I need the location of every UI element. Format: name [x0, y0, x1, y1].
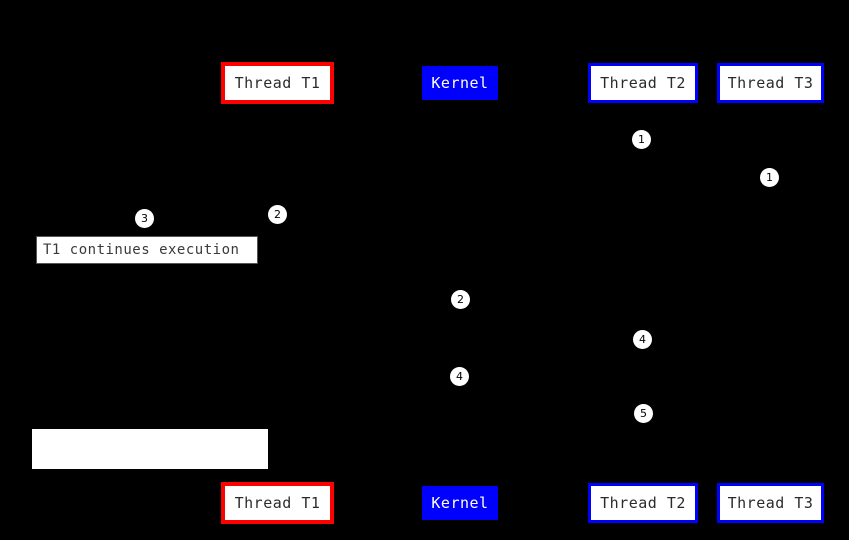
step-marker-label: 2: [274, 208, 281, 221]
step-marker-5-t2: 5: [634, 404, 653, 423]
note-t1-continues-execution: T1 continues execution: [36, 236, 258, 264]
lifeline-footer-thread-t3-bottom[interactable]: Thread T3: [717, 483, 824, 523]
lifeline-header-label: Thread T2: [600, 73, 686, 92]
lifeline-footer-label: Kernel: [431, 493, 489, 512]
lifeline-header-thread-t1-top[interactable]: Thread T1: [221, 62, 334, 104]
step-marker-1-t3: 1: [760, 168, 779, 187]
note-empty-bottom-left: [32, 429, 268, 469]
lifeline-footer-label: Thread T3: [727, 493, 814, 512]
step-marker-label: 3: [141, 212, 148, 225]
lifeline-line-t3: [770, 103, 771, 483]
step-marker-3-t1: 3: [135, 209, 154, 228]
step-marker-label: 4: [456, 370, 463, 383]
step-marker-1-t2: 1: [632, 130, 651, 149]
lifeline-line-t2: [643, 103, 644, 483]
step-marker-4-kernel: 4: [450, 367, 469, 386]
lifeline-footer-thread-t1-bottom[interactable]: Thread T1: [221, 482, 334, 524]
lifeline-footer-label: Thread T1: [234, 493, 321, 512]
step-marker-2-t1: 2: [268, 205, 287, 224]
lifeline-header-kernel-top[interactable]: Kernel: [422, 66, 498, 100]
lifeline-header-label: Thread T3: [727, 73, 814, 92]
lifeline-footer-thread-t2-bottom[interactable]: Thread T2: [588, 483, 698, 523]
step-marker-label: 5: [640, 407, 647, 420]
note-text: T1 continues execution: [43, 242, 240, 258]
step-marker-label: 2: [457, 293, 464, 306]
step-marker-4-t2: 4: [633, 330, 652, 349]
lifeline-header-thread-t3-top[interactable]: Thread T3: [717, 63, 824, 103]
lifeline-footer-kernel-bottom[interactable]: Kernel: [422, 486, 498, 520]
lifeline-footer-label: Thread T2: [600, 493, 686, 512]
lifeline-header-thread-t2-top[interactable]: Thread T2: [588, 63, 698, 103]
step-marker-label: 1: [638, 133, 645, 146]
lifeline-header-label: Kernel: [431, 73, 489, 92]
lifeline-header-label: Thread T1: [234, 73, 321, 92]
lifeline-line-t1: [277, 104, 278, 482]
step-marker-label: 1: [766, 171, 773, 184]
step-marker-label: 4: [639, 333, 646, 346]
step-marker-2-kernel: 2: [451, 290, 470, 309]
